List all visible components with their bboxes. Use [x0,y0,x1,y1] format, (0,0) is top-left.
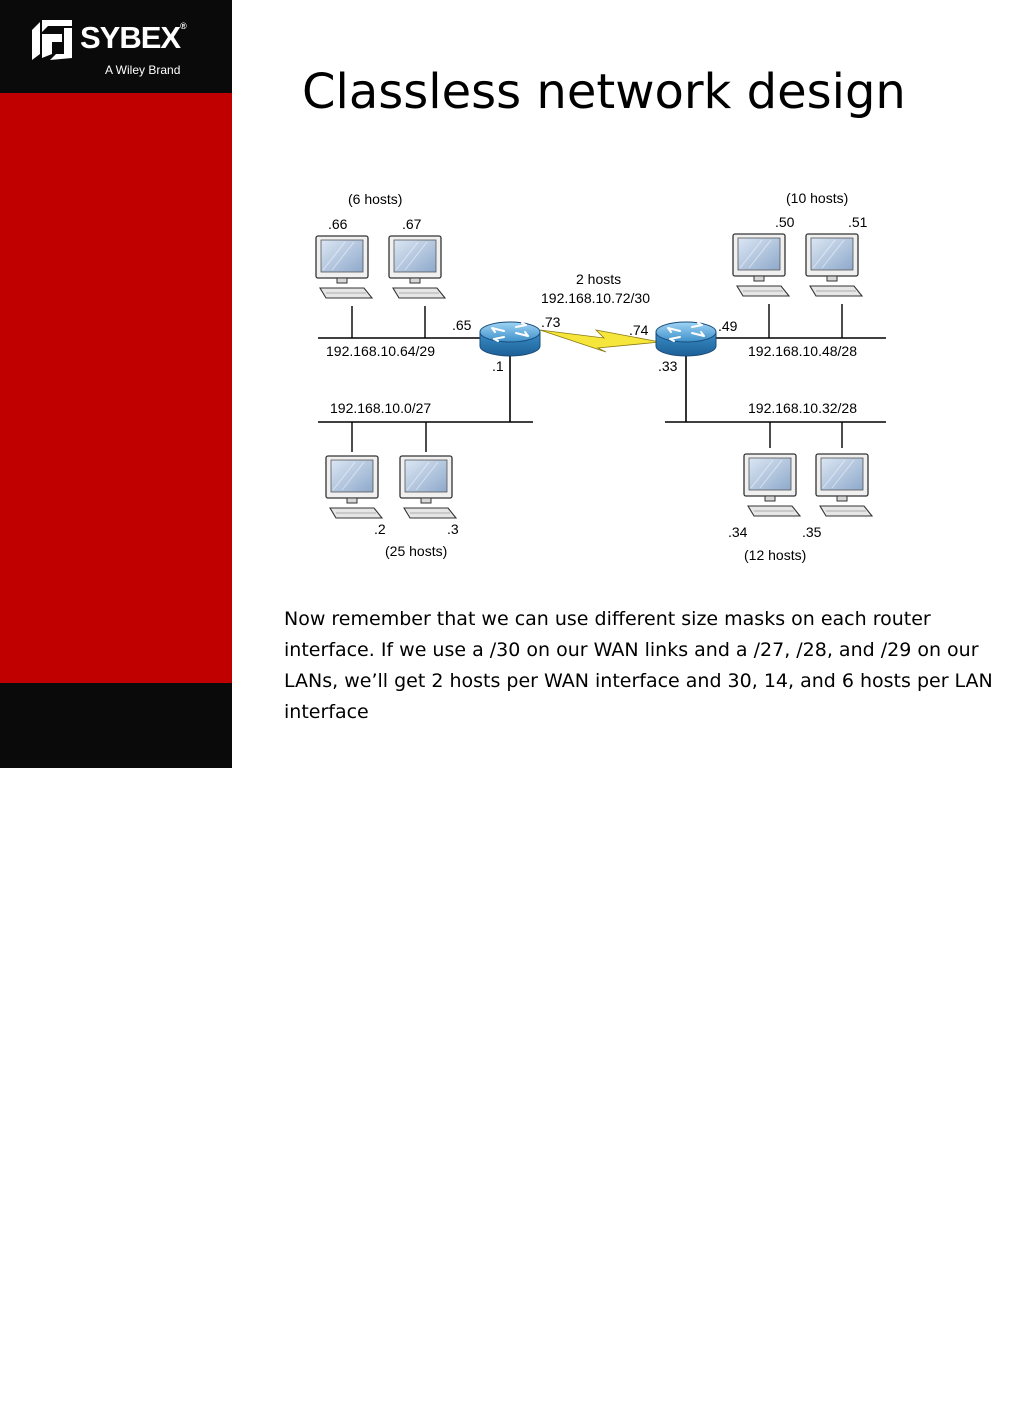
lan-bottom-right-hosts: (12 hosts) [744,547,806,563]
router-left-lan-bottom-if: .1 [492,358,504,374]
sybex-tagline: A Wiley Brand [105,63,181,77]
sidebar-red-band [0,93,232,683]
router-right-lan-top-if: .49 [718,318,738,334]
lan-top-right-subnet: 192.168.10.48/28 [748,343,857,359]
router-left-wan-if: .73 [541,314,561,330]
pc-top-left-1-icon [315,235,373,299]
network-diagram: (6 hosts) .66 .67 .65 192.168.10.64/29 2… [315,190,886,563]
lan-top-right-pc1-ip: .50 [775,214,795,230]
pc-top-right-2-icon [805,233,863,297]
lan-top-left-subnet: 192.168.10.64/29 [326,343,435,359]
wiley-logo: WILEY [30,1382,152,1427]
router-right-wan-if: .74 [629,322,649,338]
lan-top-left-hosts: (6 hosts) [348,191,402,207]
wan-subnet: 192.168.10.72/30 [541,290,650,306]
router-left-lan-top-if: .65 [452,317,472,333]
router-right-icon [655,321,717,357]
lan-top-left-pc1-ip: .66 [328,216,348,232]
lan-bottom-left-hosts: (25 hosts) [385,543,447,559]
pc-top-left-2-icon [388,235,446,299]
lan-bottom-right-pc1-ip: .34 [728,524,748,540]
slide-body-text: Now remember that we can use different s… [284,608,993,723]
sybex-wordmark: SYBEX® [80,20,187,55]
router-left-icon [479,321,541,357]
slide-title: Classless network design [302,64,906,120]
router-right-lan-bottom-if: .33 [658,358,678,374]
pc-bottom-right-1-icon [743,453,801,517]
wan-hosts: 2 hosts [576,271,621,287]
lan-bottom-left-subnet: 192.168.10.0/27 [330,400,431,416]
lan-bottom-left-pc2-ip: .3 [447,521,459,537]
sybex-logo-icon [32,20,72,60]
lan-bottom-right-subnet: 192.168.10.32/28 [748,400,857,416]
lan-top-right-hosts: (10 hosts) [786,190,848,206]
pc-bottom-right-2-icon [815,453,873,517]
pc-bottom-left-2-icon [399,455,457,519]
sidebar-top-band: SYBEX® A Wiley Brand [0,0,232,93]
lan-top-right-pc2-ip: .51 [848,214,868,230]
lan-bottom-right-pc2-ip: .35 [802,524,822,540]
lan-top-left-pc2-ip: .67 [402,216,422,232]
pc-bottom-left-1-icon [325,455,383,519]
lan-bottom-left-pc1-ip: .2 [374,521,386,537]
pc-top-right-1-icon [732,233,790,297]
